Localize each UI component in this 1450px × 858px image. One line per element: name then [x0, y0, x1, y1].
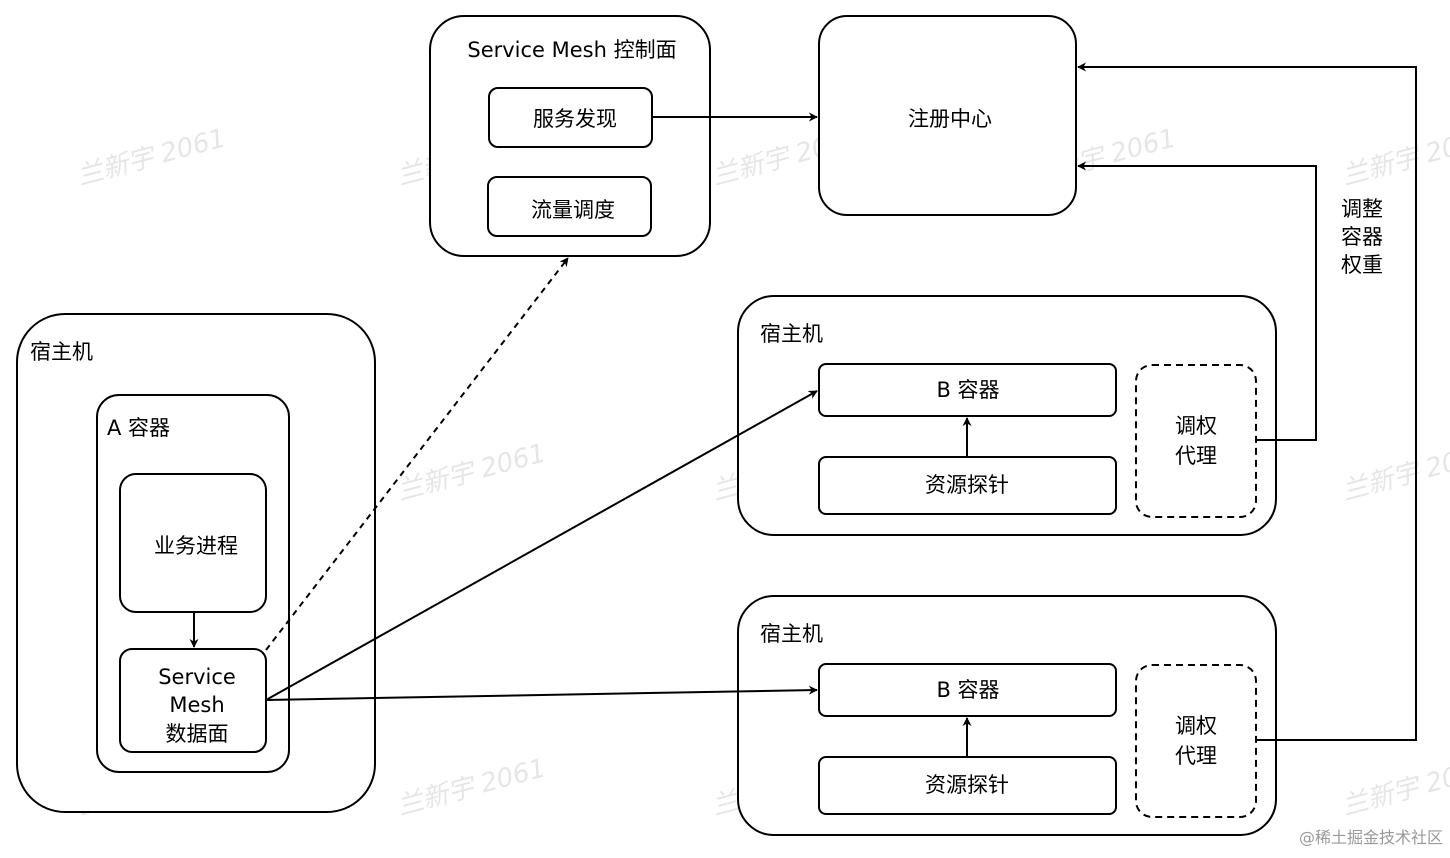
- watermark: 兰新宇 2061: [74, 123, 229, 191]
- adjust-weight-label-line3: 权重: [1341, 253, 1383, 277]
- data-plane-node: [119, 648, 267, 753]
- data-plane-label-line3: 数据面: [166, 722, 229, 746]
- weight-agent-b1-node: [1135, 364, 1257, 518]
- control-plane-title: Service Mesh 控制面: [467, 38, 676, 62]
- weight-agent-b2-label-line2: 代理: [1175, 744, 1217, 768]
- edge-agent-b1-to-registry: [1077, 161, 1317, 441]
- probe-b1-label: 资源探针: [925, 473, 1009, 497]
- adjust-weight-label-line1: 调整: [1341, 197, 1383, 221]
- container-a-label: A 容器: [107, 416, 170, 440]
- traffic-scheduling-label: 流量调度: [531, 198, 615, 222]
- container-b1-label: B 容器: [936, 378, 999, 402]
- edge-dataplane-to-container-b1: [265, 390, 818, 701]
- service-discovery-label: 服务发现: [533, 107, 617, 131]
- business-process-label: 业务进程: [154, 534, 238, 558]
- registry-group: 注册中心: [818, 15, 1077, 216]
- container-b1-node: [818, 363, 1117, 417]
- edge-dataplane-to-container-b2: [265, 685, 818, 701]
- weight-agent-b2-node: [1135, 664, 1257, 818]
- connectors: [189, 62, 1417, 757]
- adjust-weight-label-line2: 容器: [1341, 225, 1383, 249]
- host-a-label: 宿主机: [30, 340, 93, 364]
- host-a-group: 宿主机 A 容器 业务进程 Service Mesh 数据面: [16, 313, 376, 813]
- edge-dataplane-to-controlplane: [265, 257, 569, 651]
- traffic-scheduling-node: [487, 176, 652, 237]
- watermark: 兰新宇 2061: [394, 438, 549, 506]
- watermark: 兰新宇 2061: [1339, 123, 1450, 191]
- watermark: 兰新宇 2061: [1339, 753, 1450, 821]
- data-plane-label-line1: Service: [158, 665, 236, 689]
- container-b2-label: B 容器: [936, 678, 999, 702]
- registry-node: [818, 15, 1077, 216]
- control-plane-group: Service Mesh 控制面 服务发现 流量调度: [429, 15, 711, 257]
- weight-agent-b1-label-line2: 代理: [1175, 444, 1217, 468]
- adjust-weight-edge-label: 调整 容器 权重: [1341, 197, 1383, 277]
- watermark: 兰新宇 2061: [394, 753, 549, 821]
- site-credit: @稀土掘金技术社区: [1299, 828, 1443, 847]
- host-b2-group: 宿主机 B 容器 资源探针 调权 代理: [737, 595, 1277, 836]
- probe-b2-label: 资源探针: [925, 773, 1009, 797]
- weight-agent-b1-label-line1: 调权: [1175, 414, 1217, 438]
- data-plane-label-line2: Mesh: [169, 693, 224, 717]
- watermark: 兰新宇 2061: [1339, 438, 1450, 506]
- host-b1-label: 宿主机: [760, 322, 823, 346]
- host-b1-group: 宿主机 B 容器 资源探针 调权 代理: [737, 295, 1277, 536]
- registry-label: 注册中心: [908, 107, 992, 131]
- host-b2-label: 宿主机: [760, 622, 823, 646]
- weight-agent-b2-label-line1: 调权: [1175, 714, 1217, 738]
- container-b2-node: [818, 663, 1117, 717]
- edge-agent-b2-to-registry: [1077, 62, 1417, 741]
